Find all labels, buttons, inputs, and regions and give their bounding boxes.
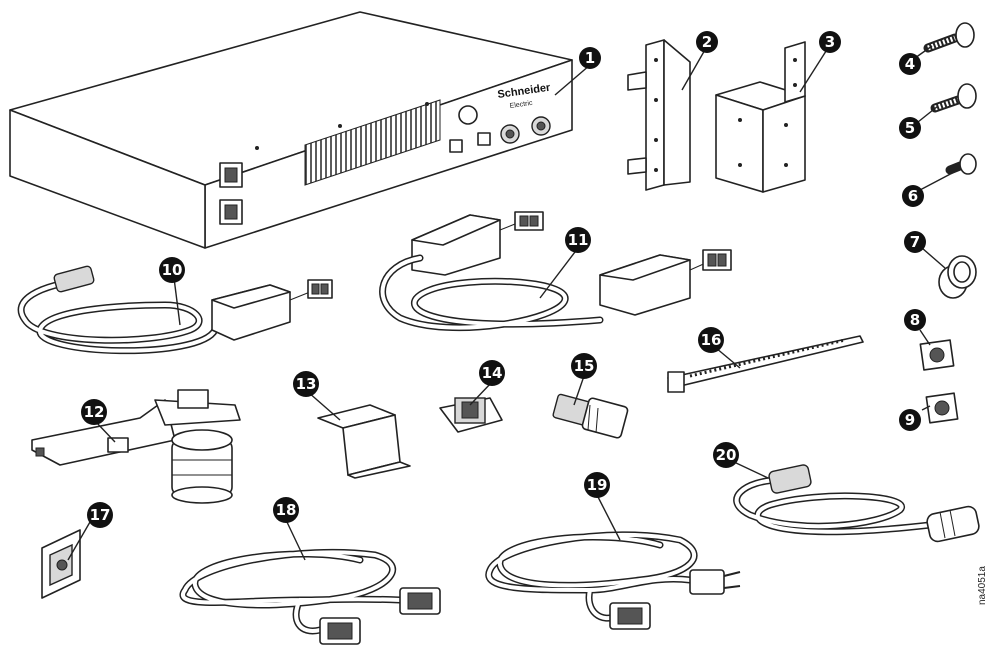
svg-text:12: 12: [84, 403, 105, 421]
svg-text:2: 2: [702, 33, 712, 51]
cable-tie-16: [667, 335, 864, 393]
svg-text:17: 17: [90, 506, 111, 524]
leader-lines: [67, 45, 959, 561]
callout-16: 16: [698, 327, 724, 353]
callout-7: 7: [904, 231, 926, 253]
svg-text:11: 11: [568, 231, 589, 249]
callout-11: 11: [565, 227, 591, 253]
power-cord-18: [179, 548, 441, 645]
callout-8: 8: [904, 309, 926, 331]
screw-6: [945, 153, 977, 175]
connector-15: [552, 393, 629, 439]
callout-3: 3: [819, 31, 841, 53]
svg-text:3: 3: [825, 33, 835, 51]
callout-20: 20: [713, 442, 739, 468]
callout-2: 2: [696, 31, 718, 53]
callout-13: 13: [293, 371, 319, 397]
callout-19: 19: [584, 472, 610, 498]
tie-mount-17: [41, 529, 81, 599]
svg-text:14: 14: [482, 364, 503, 382]
svg-text:8: 8: [910, 311, 920, 329]
callout-18: 18: [273, 497, 299, 523]
svg-text:15: 15: [574, 357, 595, 375]
callout-9: 9: [899, 409, 921, 431]
svg-text:9: 9: [905, 411, 915, 429]
brand-subname: Electric: [509, 100, 533, 110]
svg-text:10: 10: [162, 261, 183, 279]
screw-5: [930, 83, 977, 113]
svg-text:1: 1: [585, 49, 595, 67]
callout-17: 17: [87, 502, 113, 528]
bracket-13: [317, 404, 411, 479]
svg-text:7: 7: [910, 233, 920, 251]
svg-text:6: 6: [908, 187, 918, 205]
sensor-bracket-12: [31, 389, 241, 504]
svg-text:19: 19: [587, 476, 608, 494]
bushing-7: [938, 255, 977, 299]
chassis-unit: Schneider Electric: [9, 11, 573, 249]
callout-6: 6: [902, 185, 924, 207]
cage-nut-8: [919, 339, 955, 371]
callout-10: 10: [159, 257, 185, 283]
figure-code: na4051a: [977, 566, 988, 605]
callout-15: 15: [571, 353, 597, 379]
svg-text:4: 4: [905, 55, 915, 73]
svg-text:13: 13: [296, 375, 317, 393]
svg-text:16: 16: [701, 331, 722, 349]
power-cord-20: [733, 464, 980, 543]
power-cord-19: [485, 531, 741, 630]
sensor-cable-11: [379, 211, 732, 332]
callout-1: 1: [579, 47, 601, 69]
callout-14: 14: [479, 360, 505, 386]
callout-5: 5: [899, 117, 921, 139]
svg-text:5: 5: [905, 119, 915, 137]
sensor-cable-10: [17, 265, 333, 355]
cage-nut-9: [925, 392, 959, 424]
screw-4: [923, 22, 975, 53]
clip-14: [439, 397, 503, 433]
svg-text:20: 20: [716, 446, 737, 464]
callout-4: 4: [899, 53, 921, 75]
callout-12: 12: [81, 399, 107, 425]
svg-text:18: 18: [276, 501, 297, 519]
mounting-bracket-2: [627, 39, 691, 191]
mounting-bracket-3: [715, 41, 806, 193]
